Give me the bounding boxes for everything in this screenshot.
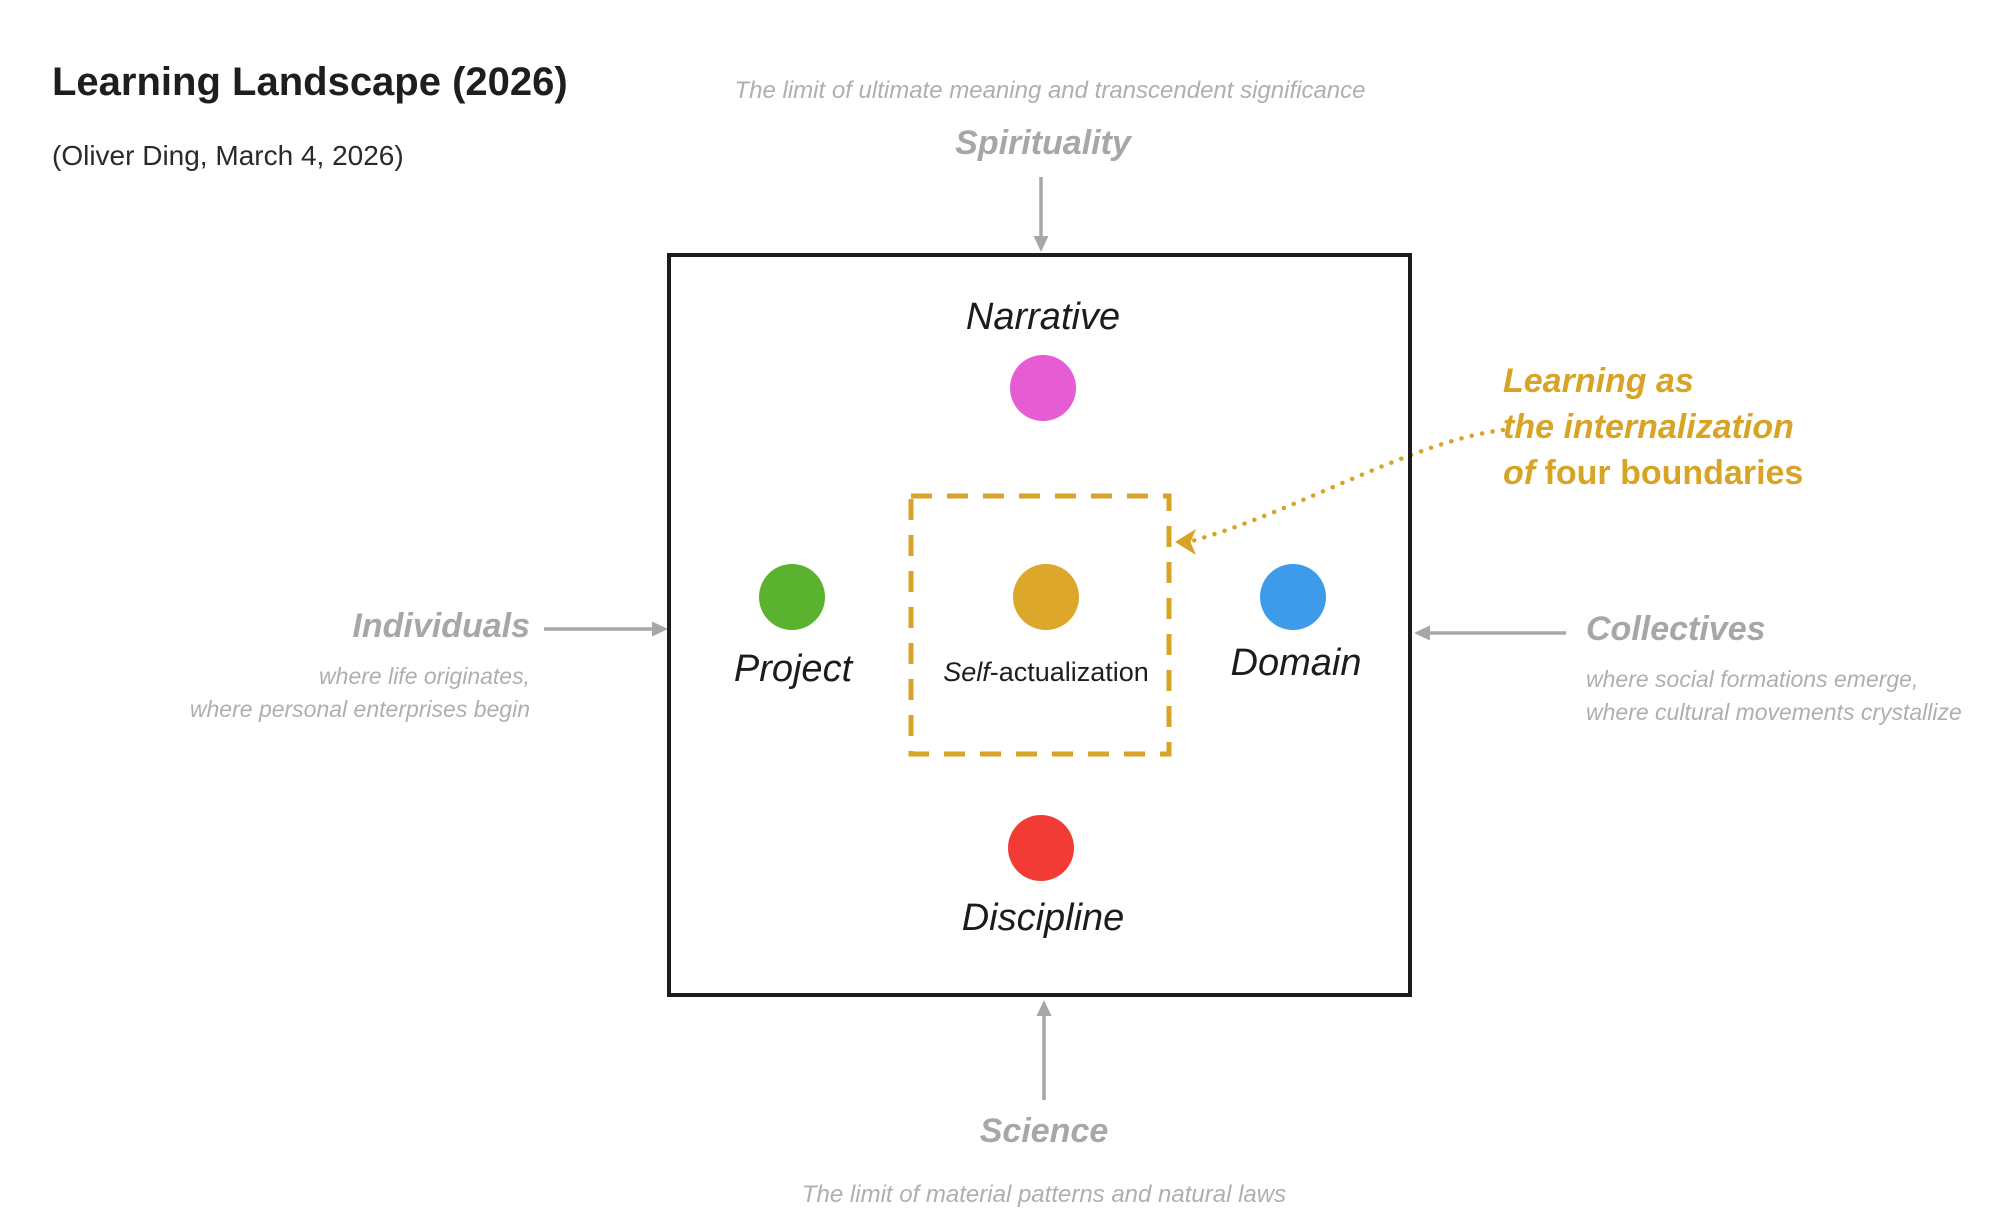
self-actualization-label-rest: -actualization <box>989 657 1149 687</box>
discipline-dot <box>1008 815 1074 881</box>
collectives-arrow-icon <box>1414 625 1566 641</box>
science-description: The limit of material patterns and natur… <box>801 1181 1287 1208</box>
narrative-label: Narrative <box>965 296 1121 338</box>
learning-annotation-line: of four boundaries <box>1503 450 1803 496</box>
individuals-description-line: where personal enterprises begin <box>189 696 530 722</box>
science-arrow-icon <box>1036 1000 1052 1100</box>
landscape-frame <box>667 253 1412 997</box>
collectives-description: where social formations emerge, where cu… <box>1586 663 1962 729</box>
page-byline: (Oliver Ding, March 4, 2026) <box>52 140 404 171</box>
spirituality-description: The limit of ultimate meaning and transc… <box>734 77 1366 104</box>
project-dot <box>759 564 825 630</box>
domain-dot <box>1260 564 1326 630</box>
learning-annotation-line: Learning as <box>1503 362 1694 400</box>
self-actualization-label: Self-actualization <box>943 657 1149 688</box>
narrative-dot <box>1010 355 1076 421</box>
spirituality-label: Spirituality <box>955 124 1131 162</box>
individuals-arrow-icon <box>544 621 668 637</box>
domain-label: Domain <box>1230 642 1362 684</box>
individuals-description-line: where life originates, <box>319 663 530 689</box>
learning-annotation-line3-rest: four boundaries <box>1544 454 1804 492</box>
project-label: Project <box>733 648 853 690</box>
individuals-description: where life originates, where personal en… <box>80 660 530 726</box>
self-actualization-dot <box>1013 564 1079 630</box>
learning-annotation: Learning as the internalization of four … <box>1503 358 1803 496</box>
page-title: Learning Landscape (2026) <box>52 60 568 104</box>
spirituality-arrow-icon <box>1033 177 1049 252</box>
collectives-description-line: where cultural movements crystallize <box>1586 699 1962 725</box>
science-label: Science <box>979 1112 1109 1150</box>
discipline-label: Discipline <box>961 897 1125 939</box>
learning-annotation-line: the internalization <box>1503 408 1794 446</box>
self-actualization-label-italic: Self <box>943 657 990 687</box>
collectives-label: Collectives <box>1586 610 1766 648</box>
learning-annotation-line3-italic: of <box>1503 454 1545 492</box>
individuals-label: Individuals <box>352 607 530 645</box>
collectives-description-line: where social formations emerge, <box>1586 666 1919 692</box>
